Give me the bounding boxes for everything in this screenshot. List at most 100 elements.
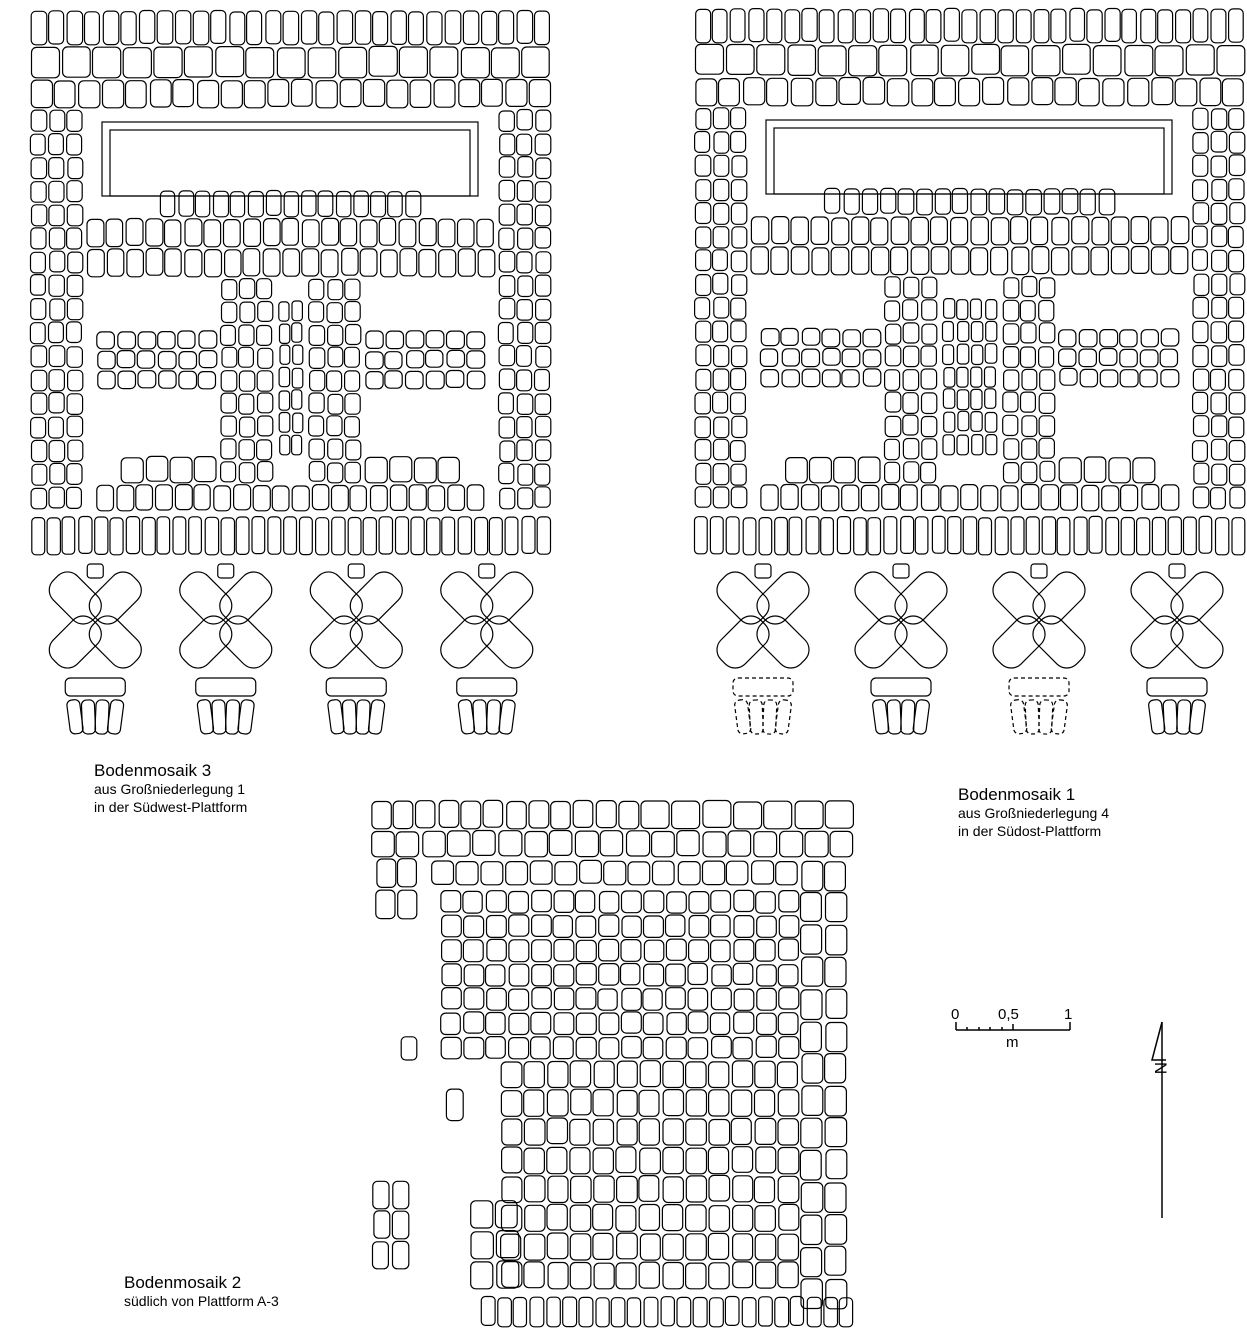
mosaic-stone (1020, 483, 1040, 510)
mosaic-stone (30, 109, 48, 132)
mosaic-stone (65, 133, 83, 156)
mosaic-stone (717, 77, 740, 107)
mosaic-stone (444, 10, 462, 45)
mosaic-stone (665, 1036, 687, 1060)
mosaic-stone (755, 1035, 777, 1058)
mosaic-stone (535, 109, 552, 132)
mosaic-stone (67, 439, 84, 462)
mosaic-stone (405, 330, 425, 349)
mosaic-stone (1038, 415, 1056, 437)
mosaic-stone (1210, 415, 1228, 438)
mosaic-stone (219, 324, 236, 346)
mosaic-stone (777, 1175, 800, 1204)
mosaic-stone (693, 297, 711, 320)
mosaic-stone (901, 299, 919, 321)
mosaic-stone (662, 1118, 684, 1146)
mosaic-stone (920, 392, 938, 415)
mosaic-stone (1227, 225, 1244, 249)
mosaic-stone (499, 487, 516, 510)
mosaic-stone (642, 1036, 664, 1060)
mosaic-stone (713, 416, 730, 439)
mosaic-stone (732, 801, 763, 830)
mosaic-stone (184, 218, 203, 247)
caption-title: Bodenmosaik 1 (958, 785, 1076, 804)
mosaic-stone (498, 830, 523, 857)
mosaic-stone (553, 1012, 575, 1036)
mosaic-stone (670, 800, 701, 830)
mosaic-stone (970, 388, 983, 411)
mosaic-stone (220, 80, 244, 109)
mosaic-stone (748, 8, 765, 43)
mosaic-stone (1150, 216, 1169, 246)
mosaic-stone (347, 516, 362, 556)
mosaic-stone (1193, 273, 1210, 297)
mosaic-stone (308, 301, 325, 323)
mosaic-stone (1154, 45, 1184, 77)
mosaic-stone (505, 78, 528, 107)
mosaic-stone (702, 799, 732, 828)
mosaic-stone (1083, 456, 1107, 483)
mosaic-stone (1079, 188, 1096, 216)
mosaic-stone (497, 392, 514, 415)
mosaic-stone (1056, 516, 1071, 556)
mosaic-stone (495, 1229, 520, 1259)
mosaic-stone (851, 216, 870, 245)
mosaic-stone (281, 217, 299, 246)
mosaic-stone (730, 1117, 752, 1146)
mosaic-stone (569, 1233, 592, 1261)
mosaic-stone (919, 461, 937, 484)
mosaic-stone (1221, 78, 1244, 107)
mosaic-stone (984, 411, 998, 433)
mosaic-stone (1229, 486, 1246, 509)
mosaic-stone (1021, 368, 1038, 391)
mosaic-stone (320, 249, 339, 278)
mosaic-stone (237, 346, 254, 368)
mosaic-stone (145, 218, 164, 247)
mosaic-stone (1124, 44, 1154, 77)
mosaic-stone (418, 248, 437, 278)
mosaic-stone (279, 344, 291, 365)
mosaic-stone (694, 392, 711, 415)
mosaic-stone (183, 46, 213, 78)
mosaic-stone (1198, 515, 1213, 554)
mosaic-stone (498, 416, 516, 439)
mosaic-stone (833, 456, 856, 484)
mosaic-stone (410, 516, 425, 556)
mosaic-stone (362, 78, 386, 107)
mosaic-stone (800, 1214, 823, 1246)
mosaic-stone (595, 1297, 610, 1328)
mosaic-stone (687, 987, 709, 1011)
mosaic-stone (498, 250, 516, 273)
mosaic-stone (1228, 178, 1245, 201)
mosaic-stone (754, 1205, 777, 1232)
mosaic-stone (985, 299, 998, 320)
mosaic-stone (920, 368, 938, 390)
mosaic-stone (163, 219, 182, 248)
mosaic-stone (836, 515, 852, 555)
mosaic-stone (949, 216, 969, 246)
mosaic-stone (243, 218, 262, 247)
mosaic-stone (463, 987, 485, 1010)
mosaic-stone (990, 217, 1010, 246)
mosaic-stone (1192, 368, 1210, 391)
mosaic-stone (708, 1297, 724, 1328)
mosaic-stone (777, 1118, 800, 1146)
mosaic-stone (1061, 43, 1091, 75)
mosaic-stone (499, 440, 516, 463)
mosaic-stone (265, 189, 282, 216)
mosaic-stone (694, 438, 712, 461)
mosaic-stone (336, 10, 354, 45)
mosaic-stone (66, 274, 84, 298)
mosaic-stone (695, 462, 712, 485)
mosaic-stone (48, 204, 65, 227)
mosaic-stone (278, 323, 291, 345)
mosaic-stone (985, 320, 998, 342)
mosaic-stone (445, 369, 465, 388)
mosaic-stone (126, 248, 145, 278)
mosaic-stone (801, 7, 818, 43)
mosaic-stone (977, 517, 993, 556)
mosaic-stone (708, 1205, 731, 1232)
mosaic-stone (711, 320, 729, 343)
mosaic-stone (1210, 392, 1227, 415)
mosaic-stone (712, 344, 730, 368)
